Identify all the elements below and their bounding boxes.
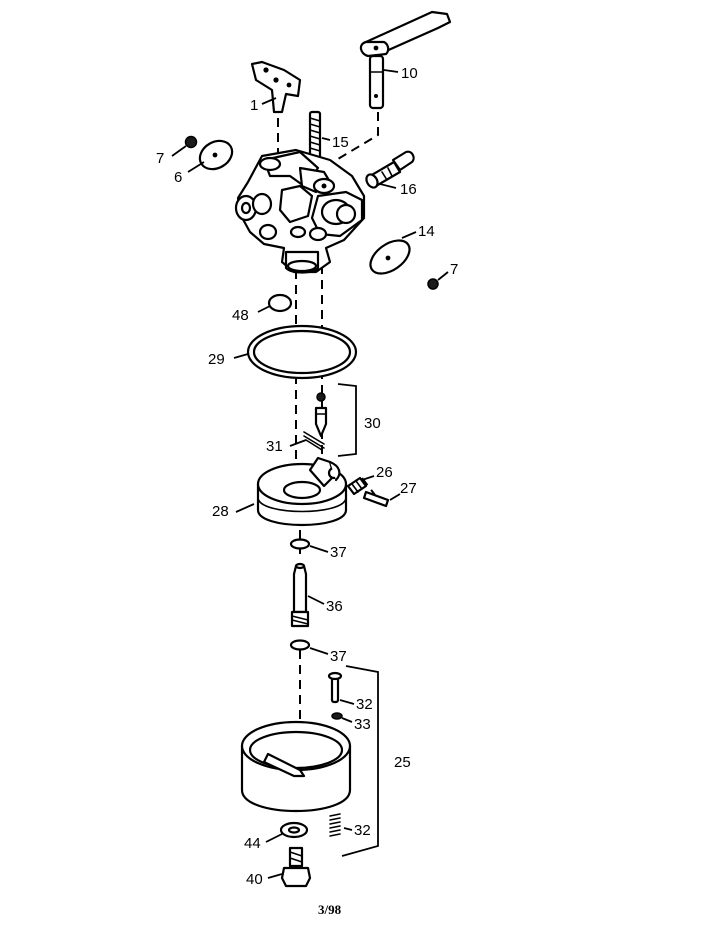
part-6-choke-plate: [198, 139, 234, 171]
callout-40: 40: [246, 871, 263, 888]
part-14-throttle-plate: [369, 239, 411, 275]
part-7-screw-right: [427, 278, 439, 290]
part-1-bracket: [250, 60, 302, 114]
part-37-washer-top: [289, 538, 311, 550]
callout-28: 28: [212, 503, 229, 520]
callout-25: 25: [394, 754, 411, 771]
callout-14: 14: [418, 223, 435, 240]
callout-37-top: 37: [330, 544, 347, 561]
part-44-washer: [279, 821, 309, 839]
callout-6: 6: [174, 169, 182, 186]
callout-26: 26: [376, 464, 393, 481]
callout-31: 31: [266, 438, 283, 455]
part-37-washer-bottom: [289, 639, 311, 651]
callout-32-upper: 32: [356, 696, 373, 713]
part-26-hinge-spring: [346, 476, 368, 496]
callout-16: 16: [400, 181, 417, 198]
callout-33: 33: [354, 716, 371, 733]
part-16-inlet-fitting: [365, 150, 415, 189]
callout-29: 29: [208, 351, 225, 368]
part-28-float: [256, 456, 348, 527]
part-33-washer: [331, 712, 343, 720]
part-36-main-jet: [290, 562, 310, 628]
part-10-throttle-shaft: [359, 10, 452, 110]
callout-1: 1: [250, 97, 258, 114]
callout-36: 36: [326, 598, 343, 615]
part-40-bowl-nut: [280, 846, 312, 888]
callout-15: 15: [332, 134, 349, 151]
part-32-pin-upper: [327, 671, 343, 704]
callout-27: 27: [400, 480, 417, 497]
callout-37-bottom: 37: [330, 648, 347, 665]
callout-44: 44: [244, 835, 261, 852]
callout-30: 30: [364, 415, 381, 432]
part-27-hinge-pin: [362, 490, 390, 508]
footer-date-code: 3/98: [318, 902, 342, 917]
callout-7-right: 7: [450, 261, 458, 278]
part-31-clip: [303, 431, 325, 451]
callout-10: 10: [401, 65, 418, 82]
callout-7-top: 7: [156, 150, 164, 167]
part-25-float-bowl: [240, 665, 379, 857]
callout-leaders: [171, 69, 449, 879]
part-15-screw: [308, 110, 322, 160]
part-29-gasket: [246, 324, 358, 380]
callout-labels: 10 1 15 7 6 16 14 7 48 29 30 31 26 27 28…: [156, 65, 458, 888]
part-32-spring-lower: [329, 813, 341, 837]
part-7-screw-top: [184, 135, 198, 149]
callout-48: 48: [232, 307, 249, 324]
carburetor-body: [234, 148, 366, 274]
part-30-needle-valve: [314, 383, 357, 457]
callout-32-lower: 32: [354, 822, 371, 839]
part-48-plug: [267, 293, 293, 313]
